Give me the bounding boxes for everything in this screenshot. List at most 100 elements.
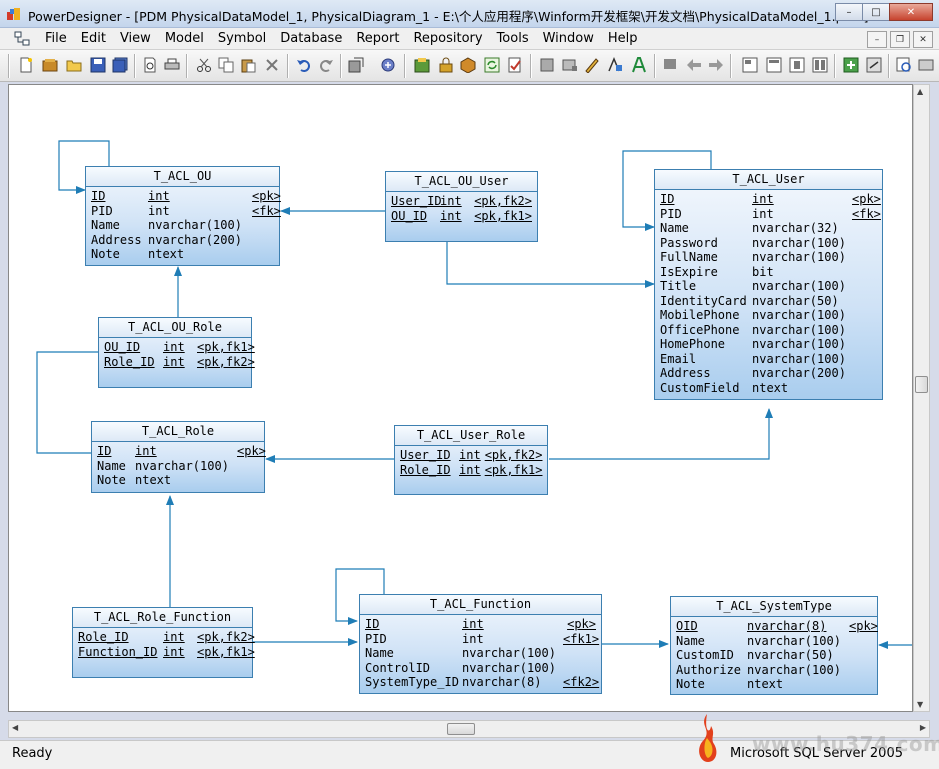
scroll-right-icon[interactable]: ▶ <box>919 723 926 732</box>
model-icon[interactable] <box>42 57 58 73</box>
arrow-left-icon[interactable] <box>686 57 702 73</box>
generate-icon[interactable] <box>843 57 859 73</box>
group-icon[interactable] <box>539 57 555 73</box>
view-icon[interactable] <box>766 57 782 73</box>
diagram-doc-icon[interactable] <box>14 31 30 47</box>
delete-icon[interactable] <box>264 57 280 73</box>
fill-icon[interactable] <box>562 57 578 73</box>
menu-report[interactable]: Report <box>356 31 400 46</box>
new-icon[interactable] <box>18 57 34 73</box>
doc-minimize-button[interactable]: – <box>867 31 887 48</box>
format-icon[interactable] <box>607 57 623 73</box>
undo-icon[interactable] <box>296 57 312 73</box>
menu-edit[interactable]: Edit <box>80 31 106 46</box>
check-model-icon[interactable] <box>507 57 523 73</box>
align-icon[interactable] <box>742 57 758 73</box>
redo-icon[interactable] <box>318 57 334 73</box>
window-icon[interactable] <box>812 57 828 73</box>
maximize-button[interactable]: □ <box>862 3 890 21</box>
close-button[interactable]: ✕ <box>889 3 933 21</box>
flag-icon[interactable] <box>662 57 678 73</box>
more-tools-icon[interactable] <box>918 57 934 73</box>
cube-icon[interactable] <box>460 57 476 73</box>
print-preview-icon[interactable] <box>142 57 158 73</box>
new-package-icon[interactable] <box>414 57 430 73</box>
menu-database[interactable]: Database <box>280 31 343 46</box>
menu-file[interactable]: File <box>45 31 67 46</box>
menu-repository[interactable]: Repository <box>413 31 483 46</box>
menu-view[interactable]: View <box>119 31 151 46</box>
horizontal-scrollbar[interactable]: ◀ ▶ <box>8 720 930 738</box>
link-ou-self[interactable] <box>58 140 110 194</box>
cut-icon[interactable] <box>196 57 212 73</box>
scroll-up-icon[interactable]: ▲ <box>917 87 924 96</box>
menu-tools[interactable]: Tools <box>496 31 529 46</box>
doc-close-button[interactable]: ✕ <box>913 31 933 48</box>
vertical-scroll-thumb[interactable] <box>915 376 928 393</box>
menu-help[interactable]: Help <box>607 31 638 46</box>
arrow-right-icon[interactable] <box>708 57 724 73</box>
find-icon[interactable] <box>380 57 396 73</box>
horizontal-scroll-thumb[interactable] <box>447 723 475 735</box>
menu-window[interactable]: Window <box>542 31 594 46</box>
reverse-icon[interactable] <box>866 57 882 73</box>
scroll-left-icon[interactable]: ◀ <box>12 723 19 732</box>
powerdesigner-app-icon[interactable] <box>6 6 22 22</box>
refresh-icon[interactable] <box>484 57 500 73</box>
grid-icon[interactable] <box>789 57 805 73</box>
minimize-button[interactable]: – <box>835 3 863 21</box>
link-function-self[interactable] <box>335 568 385 625</box>
link-ouuser-user[interactable] <box>446 242 655 288</box>
properties-icon[interactable] <box>348 57 364 73</box>
save-icon[interactable] <box>90 57 106 73</box>
open-icon[interactable] <box>66 57 82 73</box>
menu-symbol[interactable]: Symbol <box>217 31 267 46</box>
link-userrole-user[interactable] <box>549 408 773 460</box>
save-all-icon[interactable] <box>112 57 128 73</box>
scroll-down-icon[interactable]: ▼ <box>917 700 924 709</box>
text-icon[interactable] <box>631 57 647 73</box>
vertical-scrollbar[interactable]: ▲ ▼ <box>913 84 930 712</box>
pen-icon[interactable] <box>584 57 600 73</box>
link-ourole-role[interactable] <box>36 351 112 457</box>
print-icon[interactable] <box>164 57 180 73</box>
